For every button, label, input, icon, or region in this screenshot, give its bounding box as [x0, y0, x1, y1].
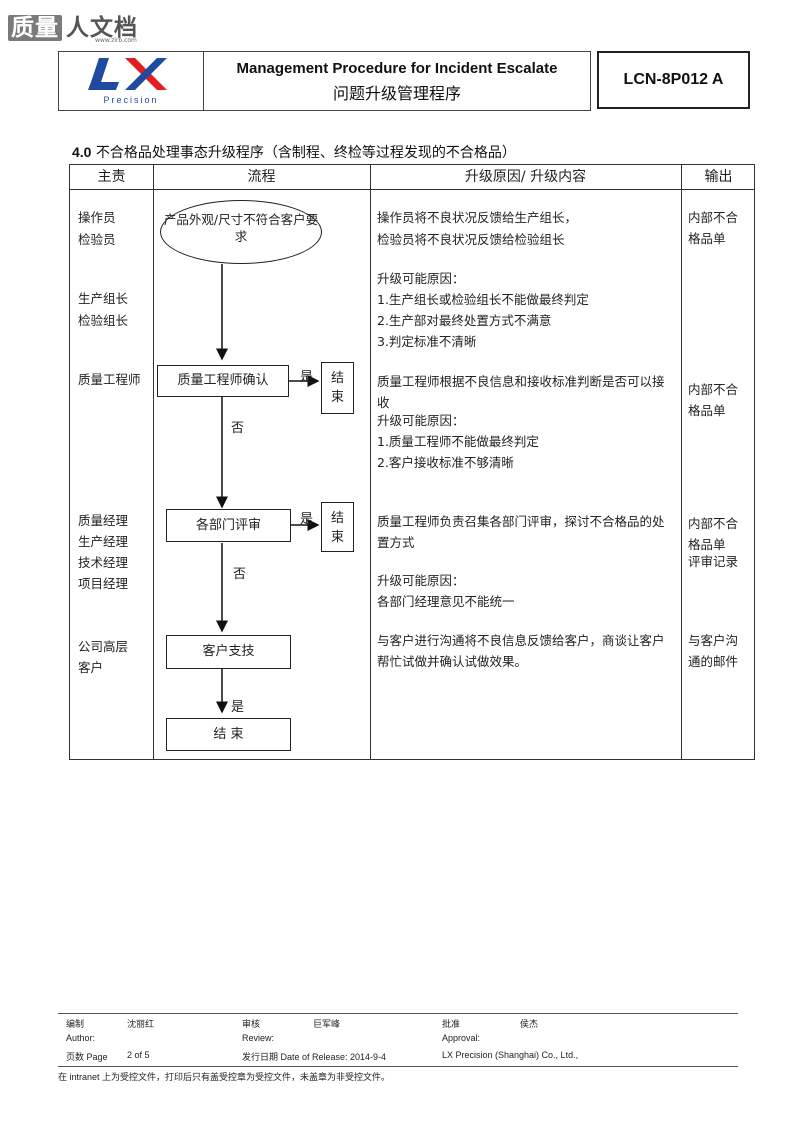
lx-logo-icon: Precision [88, 58, 167, 105]
flow-start-ellipse: 产品外观/尺寸不符合客户要求 [160, 200, 322, 264]
footer-approve-label-zh: 批准 [442, 1019, 461, 1029]
role-operator: 操作员 [78, 210, 116, 225]
watermark-url: www.zlrb.com [95, 37, 137, 44]
desc-qe-reason-heading: 升级可能原因： [377, 413, 465, 428]
role-project-manager: 项目经理 [78, 576, 129, 591]
role-inspection-leader: 检验组长 [78, 313, 129, 328]
role-quality-engineer: 质量工程师 [78, 372, 141, 387]
desc-reason-1: 1.生产组长或检验组长不能做最终判定 [377, 292, 589, 307]
document-header: Precision Management Procedure for Incid… [58, 51, 591, 111]
footer-approve-name: 侯杰 [520, 1019, 539, 1029]
col-divider [153, 165, 154, 759]
logo-sub-text: Precision [103, 95, 158, 105]
header-flow: 流程 [247, 169, 276, 185]
watermark-logo: 质量人文档 [8, 8, 138, 42]
header-reason: 升级原因/ 升级内容 [464, 169, 587, 185]
footer-review: Review: [242, 1033, 275, 1043]
watermark-brand-box: 质量 [8, 15, 62, 41]
output-3-record: 评审记录 [688, 554, 739, 569]
document-number: LCN-8P012 A [597, 51, 750, 109]
output-1: 内部不合格品单 [688, 210, 739, 246]
footer-page-value: 2 of 5 [127, 1050, 150, 1060]
title-english: Management Procedure for Incident Escala… [236, 60, 558, 77]
header-output: 输出 [704, 169, 733, 185]
title-chinese: 问题升级管理程序 [332, 84, 461, 103]
flow-end-1: 结束 [321, 362, 354, 414]
flow-end-2: 结束 [321, 502, 354, 552]
label-yes-2: 是 [300, 512, 314, 527]
label-no-1: 否 [231, 421, 245, 436]
desc-feedback-2: 检验员将不良状况反馈给检验组长 [377, 232, 565, 247]
label-yes-1: 是 [300, 370, 314, 385]
footer-author: Author: [66, 1033, 96, 1043]
footer-approval: Approval: [442, 1033, 481, 1043]
output-2: 内部不合格品单 [688, 382, 739, 418]
footer-release-date: 发行日期 Date of Release: 2014-9-4 [242, 1052, 387, 1062]
desc-feedback-1: 操作员将不良状况反馈给生产组长， [377, 210, 578, 225]
desc-reason-heading: 升级可能原因： [377, 271, 465, 286]
footer-compile-label: 编制 [66, 1019, 85, 1029]
header-owner: 主责 [97, 169, 126, 185]
desc-review-reason-1: 各部门经理意见不能统一 [377, 594, 515, 609]
desc-review: 质量工程师负责召集各部门评审，探讨不合格品的处置方式 [377, 514, 665, 550]
col-divider [681, 165, 682, 759]
footer-review-name: 巨军峰 [313, 1019, 341, 1029]
footer-company: LX Precision (Shanghai) Co., Ltd., [442, 1050, 579, 1060]
watermark-brand-text: 人文档 [66, 15, 138, 41]
section-title: 不合格品处理事态升级程序（含制程、终检等过程发现的不合格品） [95, 145, 516, 161]
desc-reason-3: 3.判定标准不清晰 [377, 334, 477, 349]
desc-review-reason-heading: 升级可能原因： [377, 573, 465, 588]
flow-customer-support: 客户支技 [166, 635, 291, 669]
header-divider [70, 189, 754, 190]
label-yes-3: 是 [231, 700, 245, 715]
role-top-management: 公司高层 [78, 639, 129, 654]
output-4: 与客户沟通的邮件 [688, 633, 739, 669]
section-heading: 4.0 不合格品处理事态升级程序（含制程、终检等过程发现的不合格品） [72, 142, 516, 162]
output-3: 内部不合格品单 [688, 516, 739, 552]
role-inspector: 检验员 [78, 232, 116, 247]
role-technical-manager: 技术经理 [78, 555, 129, 570]
desc-reason-2: 2.生产部对最终处置方式不满意 [377, 313, 552, 328]
role-customer: 客户 [78, 660, 104, 675]
role-production-leader: 生产组长 [78, 291, 129, 306]
col-divider [370, 165, 371, 759]
role-quality-manager: 质量经理 [78, 513, 129, 528]
flow-qe-confirm: 质量工程师确认 [157, 365, 289, 397]
procedure-table: 主责 流程 升级原因/ 升级内容 输出 [69, 164, 755, 760]
footer-control-note: 在 intranet 上为受控文件，打印后只有盖受控章为受控文件，未盖章为非受控… [58, 1072, 391, 1082]
company-logo: Precision [59, 52, 204, 110]
flow-dept-review: 各部门评审 [166, 509, 291, 542]
footer-compile-name: 沈丽红 [127, 1019, 155, 1029]
desc-customer: 与客户进行沟通将不良信息反馈给客户，商谈让客户帮忙试做并确认试做效果。 [377, 633, 665, 669]
desc-qe-reason-2: 2.客户接收标准不够清晰 [377, 455, 514, 470]
section-number: 4.0 [72, 144, 92, 160]
footer-page-label: 页数 Page [66, 1052, 108, 1062]
footer-review-label-zh: 审核 [242, 1019, 261, 1029]
footer-top-rule [58, 1013, 738, 1014]
role-production-manager: 生产经理 [78, 534, 129, 549]
desc-qe-judgement: 质量工程师根据不良信息和接收标准判断是否可以接收 [377, 374, 665, 410]
desc-qe-reason-1: 1.质量工程师不能做最终判定 [377, 434, 539, 449]
flow-end-final: 结 束 [166, 718, 291, 751]
footer-bottom-rule [58, 1066, 738, 1067]
label-no-2: 否 [233, 567, 247, 582]
